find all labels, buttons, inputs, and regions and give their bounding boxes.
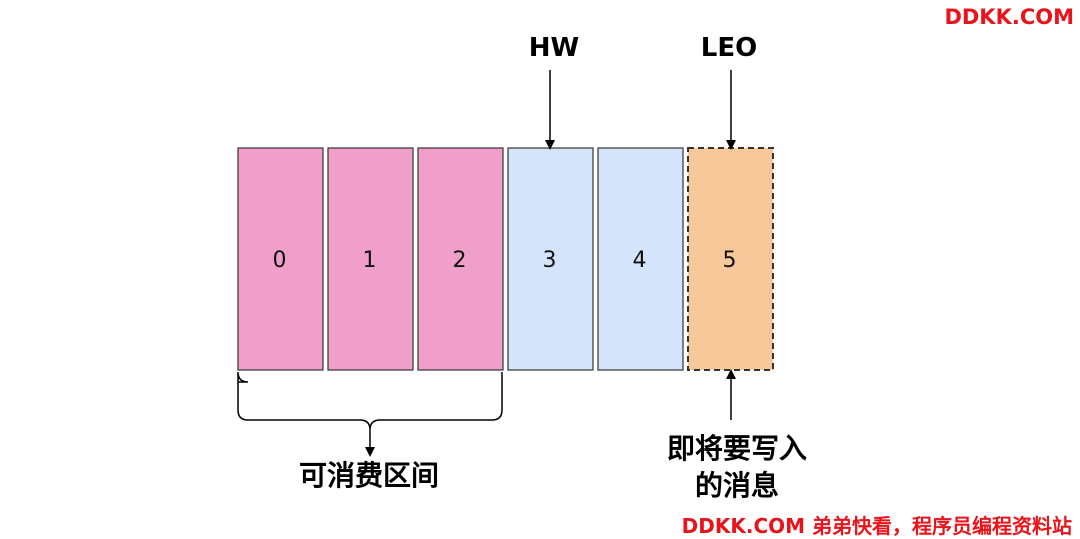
log-cell-offset: 5	[723, 248, 737, 273]
log-cell-box	[417, 147, 504, 371]
consumable-range-label: 可消费区间	[299, 459, 439, 492]
watermark-top: DDKK.COM	[944, 5, 1074, 29]
log-cell-2: 2	[417, 147, 504, 371]
log-cell-box	[597, 147, 684, 371]
log-cell-5: 5	[687, 147, 774, 371]
log-cell-4: 4	[597, 147, 684, 371]
log-cell-box	[507, 147, 594, 371]
hw-label: HW	[529, 33, 579, 63]
log-cell-offset: 2	[453, 248, 467, 273]
log-cells: 0 1 2 3 4 5	[237, 147, 774, 371]
watermark-bottom: DDKK.COM 弟弟快看，程序员编程资料站	[681, 514, 1072, 538]
leo-label: LEO	[701, 33, 757, 63]
pending-note-line2: 的消息	[695, 469, 779, 502]
log-cell-offset: 1	[363, 248, 377, 273]
log-cell-box	[327, 147, 414, 371]
consumable-range-brace	[237, 371, 503, 431]
log-cell-0: 0	[237, 147, 324, 371]
log-cell-offset: 3	[543, 248, 557, 273]
log-cell-3: 3	[507, 147, 594, 371]
log-cell-box	[237, 147, 324, 371]
log-cell-box	[687, 147, 774, 371]
pending-note-line1: 即将要写入	[667, 432, 807, 465]
log-cell-offset: 4	[633, 248, 647, 273]
log-cell-1: 1	[327, 147, 414, 371]
log-cell-offset: 0	[273, 248, 287, 273]
